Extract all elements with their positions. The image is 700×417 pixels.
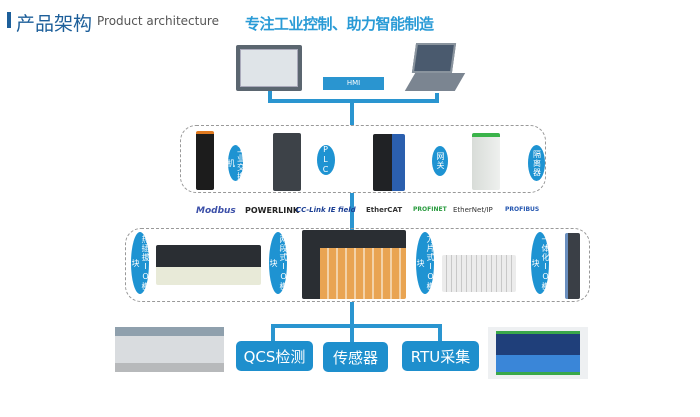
factory-photo <box>115 327 224 372</box>
sensor-button[interactable]: 传感器 <box>323 342 388 372</box>
two-piece-io-image <box>302 230 406 299</box>
title-accent-bar <box>7 12 11 28</box>
io-layer-group <box>125 228 590 302</box>
plc-image <box>273 133 301 191</box>
profinet-logo: PROFINET <box>413 206 447 213</box>
hmi-panel-image <box>236 45 302 91</box>
hmi-label: HMI <box>323 77 384 90</box>
page-subtitle: Product architecture <box>97 14 219 28</box>
connector-line <box>438 324 442 342</box>
profibus-logo: PROFIBUS <box>505 206 540 213</box>
powerlink-logo: POWERLINK <box>245 206 300 215</box>
ethercat-logo: EtherCAT <box>366 206 403 214</box>
connector-line <box>271 324 275 342</box>
modbus-logo: Modbus <box>196 206 236 216</box>
rtu-device-image <box>488 327 588 379</box>
isolator-image <box>472 133 500 190</box>
label-isolator: 隔离器 <box>528 145 545 181</box>
laptop-image <box>404 43 466 95</box>
blade-io-image <box>442 255 516 292</box>
connector-line <box>350 324 354 342</box>
hot-swap-io-image <box>156 245 261 285</box>
label-industrial-switch: 工业交换机 <box>226 145 246 181</box>
connector-line <box>435 93 439 102</box>
connector-line <box>271 324 442 328</box>
industrial-switch-image <box>196 131 214 190</box>
cclink-logo: CC-Link IE field <box>296 206 356 214</box>
qcs-inspection-button[interactable]: QCS检测 <box>236 341 313 371</box>
connector-line <box>268 91 272 102</box>
label-hot-swap-io: 热插拔IO模块 <box>131 232 150 294</box>
label-blade-io: 刀片式IO模块 <box>416 232 435 294</box>
gateway-image <box>373 134 405 191</box>
page-title: 产品架构 <box>16 13 93 35</box>
label-two-piece-io: 两段式IO模块 <box>269 232 288 294</box>
label-gateway: 网关 <box>432 146 448 176</box>
label-plc: PLC <box>317 145 335 175</box>
slogan: 专注工业控制、助力智能制造 <box>245 15 434 33</box>
ethernet-ip-logo: EtherNet/IP <box>453 206 493 214</box>
integrated-io-image <box>565 233 580 299</box>
connector-line <box>350 302 354 327</box>
rtu-acquisition-button[interactable]: RTU采集 <box>402 341 479 371</box>
label-integrated-io: 一体化IO模块 <box>531 232 550 294</box>
